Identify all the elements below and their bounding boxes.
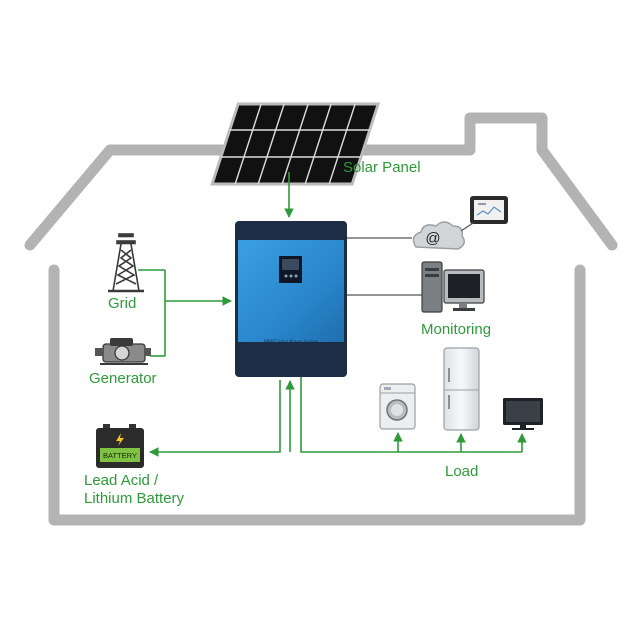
cloud-symbol: @	[425, 230, 440, 247]
generator-icon	[95, 338, 151, 365]
house-outline	[24, 112, 618, 526]
power-tower-icon	[108, 233, 144, 293]
grid-label: Grid	[108, 295, 137, 312]
battery-icon: BATTERY	[96, 424, 144, 468]
solar-panel-label: Solar Panel	[343, 159, 421, 176]
television-icon	[503, 398, 543, 430]
inverter-icon: MPPT Solar Power System	[235, 221, 347, 377]
battery-label-line1: Lead Acid /	[84, 472, 159, 489]
power-flow-lines	[138, 172, 527, 457]
load-label: Load	[445, 463, 479, 480]
inverter-to-battery-arrow	[149, 380, 281, 457]
inverter-front-text: MPPT Solar Power System	[264, 340, 319, 345]
tablet-icon	[470, 196, 508, 224]
generator-label: Generator	[89, 370, 157, 387]
cloud-internet-icon: @	[412, 221, 465, 250]
solar-panel-icon	[210, 102, 381, 186]
refrigerator-icon	[443, 347, 480, 431]
desktop-computer-icon	[421, 261, 485, 313]
battery-label-line2: Lithium Battery	[84, 490, 185, 507]
washing-machine-icon	[379, 383, 416, 430]
battery-case-text: BATTERY	[103, 451, 137, 460]
monitoring-label: Monitoring	[421, 321, 492, 338]
monitoring-wires	[347, 222, 474, 296]
load-bus	[300, 377, 522, 453]
